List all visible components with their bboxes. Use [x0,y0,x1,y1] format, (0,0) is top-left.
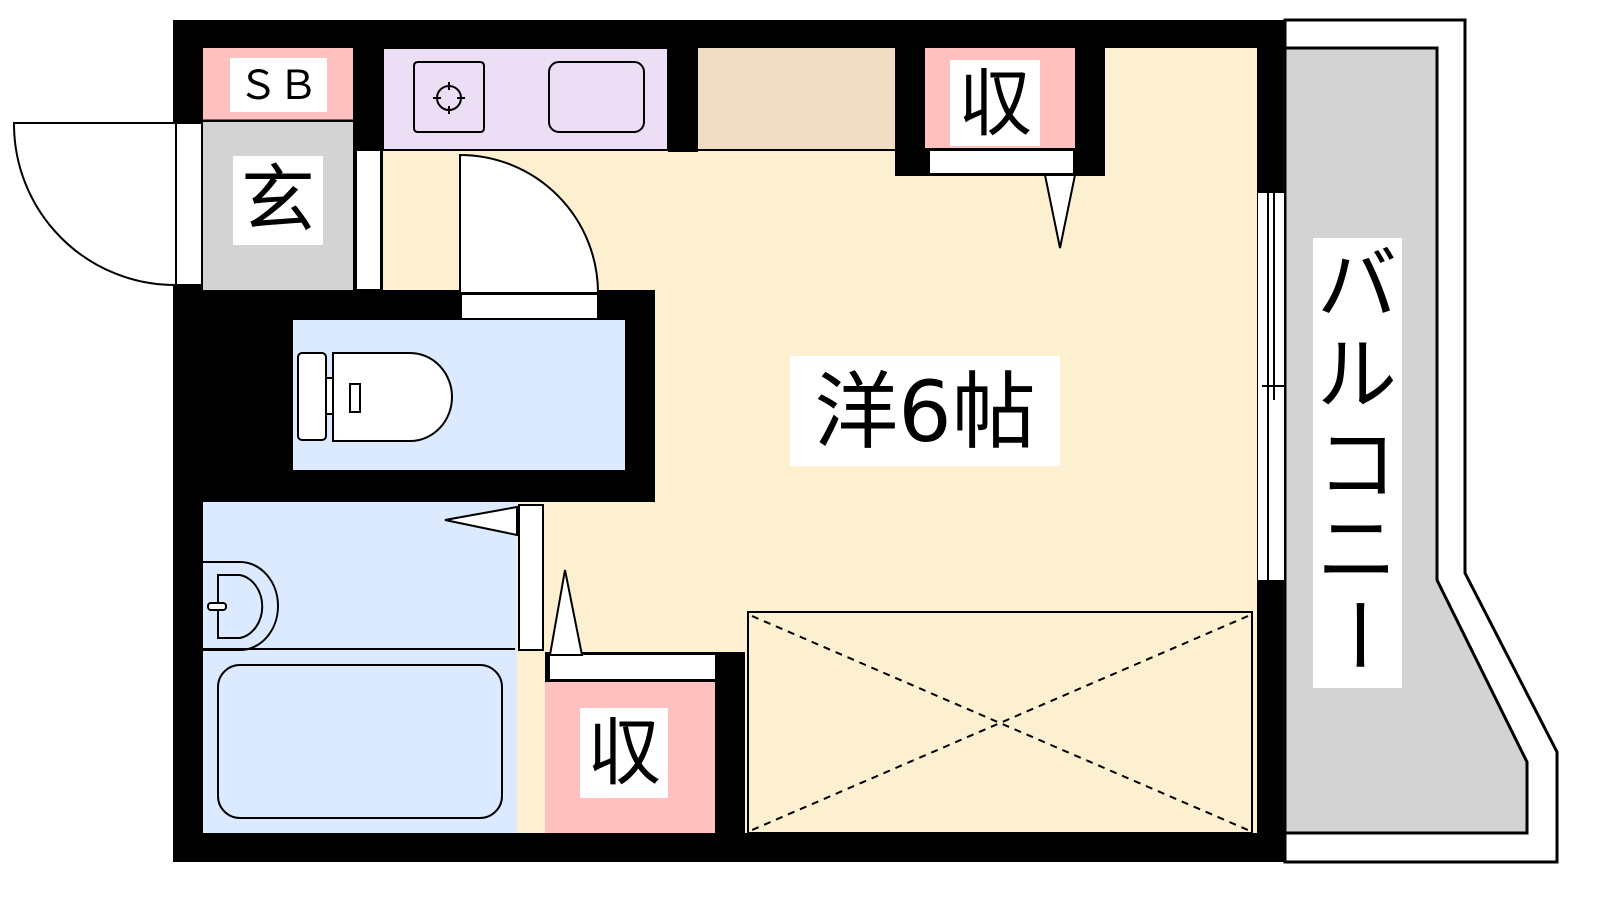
balcony-label: バ ル コ ニ ー [1311,239,1404,676]
counter-beige [698,48,895,150]
toilet-door-opening [462,295,597,318]
bath-door-opening [518,504,544,651]
bathroom [203,502,517,833]
kitchen-counter [382,47,669,151]
entrance-door-swing [12,122,176,286]
closet-bottom-label: 収 [587,710,661,796]
washbasin-icon [203,561,279,651]
closet-bottom-door-swing [548,569,584,656]
bathtub-icon [217,664,503,819]
balcony-label-char: バ [1317,239,1397,332]
main-room-label: 洋6帖 [814,363,1035,461]
closet-top-label: 収 [958,61,1032,147]
stove-icon [413,61,485,133]
balcony-label-char: コ [1317,419,1397,512]
balcony-label-char: ル [1317,329,1397,422]
entrance-inner-opening [355,149,382,291]
toilet-icon [297,352,453,442]
entrance-label: 玄 [241,157,315,243]
bath-door-swing [444,505,518,537]
shoe-box-label: ＳＢ [238,63,318,109]
closet-top-door-swing [1043,174,1077,249]
toilet-door-swing [459,153,600,294]
closet-bottom-door [550,655,715,679]
loft-area [747,611,1253,834]
pillar [668,40,698,152]
closet-top-door [930,151,1073,173]
entrance-opening [175,122,203,286]
balcony-label-char: ニ [1317,504,1397,597]
sink-icon [548,61,645,133]
balcony-label-char: ー [1311,595,1404,675]
